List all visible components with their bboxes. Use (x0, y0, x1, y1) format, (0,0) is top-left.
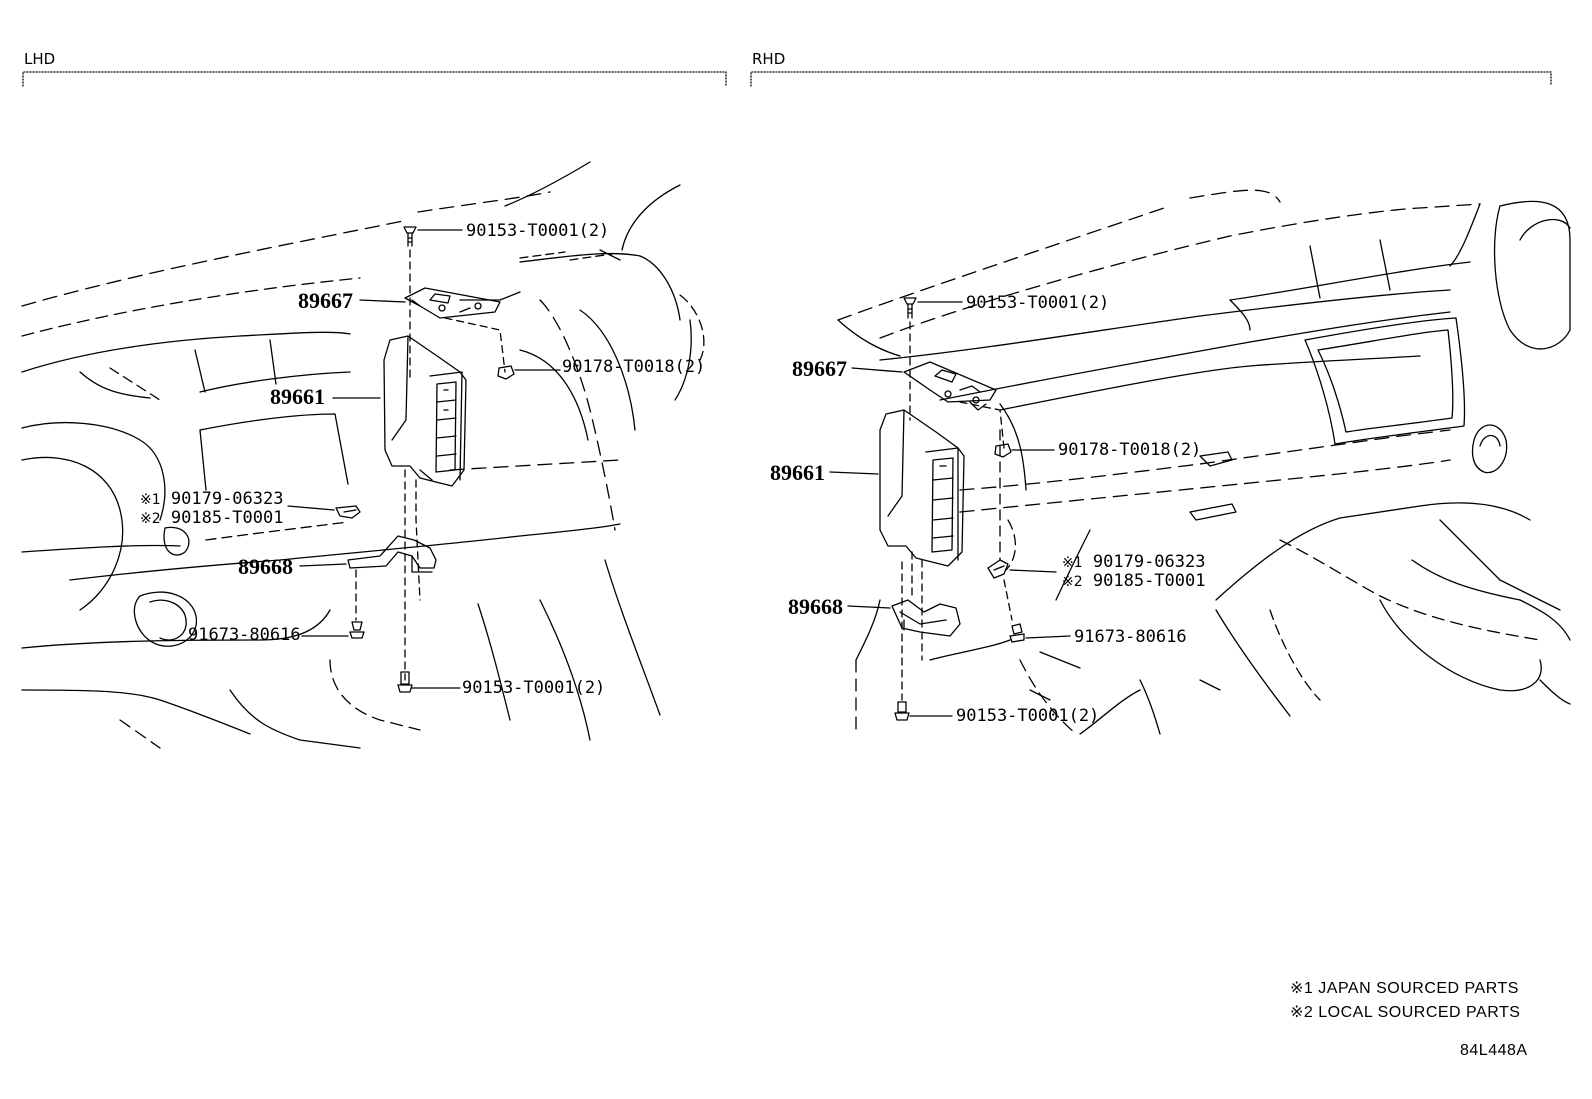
rhd-label-bolt-top: 90153-T0001(2) (966, 293, 1110, 313)
rhd-label-screw: 91673-80616 (1074, 627, 1187, 647)
rhd-label-clip-2: ※2 90185-T0001 (1062, 572, 1205, 591)
rhd-bolt-top-icon (903, 297, 917, 319)
lhd-clip-1-mark: ※1 (140, 492, 161, 508)
rhd-bracket-line (750, 71, 1552, 87)
figure-id: 84L448A (1460, 1042, 1528, 1059)
lhd-leader-clip (287, 505, 335, 511)
lhd-clip-2-mark: ※2 (140, 511, 161, 527)
lhd-bracket-lower-icon (347, 535, 437, 573)
lhd-label-bracket-upper: 89667 (298, 288, 353, 313)
lhd-clip-1-number: 90179-06323 (170, 489, 284, 509)
lhd-dash-ecu-lower (415, 479, 421, 601)
lhd-bolt-top-icon (403, 226, 417, 247)
lhd-label-screw: 91673-80616 (188, 625, 301, 645)
lhd-ecu-icon (383, 335, 467, 487)
lhd-label-clip-1: ※1 90179-06323 (140, 490, 283, 509)
rhd-bracket-upper-icon (903, 361, 997, 411)
rhd-label-clip-1: ※1 90179-06323 (1062, 553, 1205, 572)
lhd-label-bolt-top: 90153-T0001(2) (466, 221, 610, 241)
rhd-clip-icon (987, 559, 1009, 579)
rhd-dash-clip (1003, 579, 1013, 621)
lhd-label-clip-2: ※2 90185-T0001 (140, 509, 283, 528)
rhd-label-ecu: 89661 (770, 460, 825, 485)
rhd-clip-2-number: 90185-T0001 (1092, 571, 1206, 591)
rhd-label-bolt-bottom: 90153-T0001(2) (956, 706, 1100, 726)
lhd-bracket-line (22, 71, 727, 87)
lhd-label-ecu: 89661 (270, 384, 325, 409)
lhd-leader-bracket-lower (299, 563, 347, 567)
rhd-label-bracket-upper: 89667 (792, 356, 847, 381)
note-local-sourced: ※2 LOCAL SOURCED PARTS (1290, 1002, 1520, 1022)
rhd-leader-bracket-lower (847, 605, 891, 609)
lhd-bracket-upper-icon (404, 287, 501, 319)
lhd-dashboard-outline (21, 161, 705, 749)
lhd-label-nut: 90178-T0018(2) (562, 357, 706, 377)
rhd-screw-icon (1009, 623, 1025, 643)
lhd-nut-icon (497, 365, 515, 380)
note-2-mark: ※2 (1290, 1004, 1314, 1021)
lhd-screw-icon (349, 621, 365, 639)
rhd-label-bracket-lower: 89668 (788, 594, 843, 619)
note-1-text: JAPAN SOURCED PARTS (1318, 980, 1519, 997)
lhd-bolt-bottom-icon (397, 671, 413, 693)
lhd-dash-nut (444, 317, 506, 373)
rhd-nut-icon (994, 443, 1012, 458)
section-label-rhd: RHD (752, 50, 786, 68)
rhd-dash-nut (959, 401, 1005, 449)
note-japan-sourced: ※1 JAPAN SOURCED PARTS (1290, 978, 1519, 998)
section-label-lhd: LHD (24, 50, 56, 68)
rhd-clip-1-mark: ※1 (1062, 555, 1083, 571)
rhd-leader-ecu (829, 471, 879, 475)
rhd-clip-2-mark: ※2 (1062, 574, 1083, 590)
lhd-leader-bracket-upper (359, 299, 406, 303)
lhd-clip-icon (335, 505, 361, 519)
rhd-leader-screw (1025, 635, 1071, 639)
rhd-clip-1-number: 90179-06323 (1092, 552, 1206, 572)
lhd-label-bolt-bottom: 90153-T0001(2) (462, 678, 606, 698)
rhd-dashboard-outline (837, 189, 1571, 735)
rhd-bolt-bottom-icon (894, 701, 910, 721)
note-1-mark: ※1 (1290, 980, 1314, 997)
note-2-text: LOCAL SOURCED PARTS (1318, 1004, 1521, 1021)
lhd-label-bracket-lower: 89668 (238, 554, 293, 579)
rhd-ecu-icon (879, 409, 965, 567)
rhd-leader-clip (1009, 569, 1057, 573)
rhd-label-nut: 90178-T0018(2) (1058, 440, 1202, 460)
rhd-bracket-lower-icon (891, 599, 961, 637)
rhd-leader-bracket-upper (851, 367, 903, 373)
lhd-clip-2-number: 90185-T0001 (170, 508, 284, 528)
